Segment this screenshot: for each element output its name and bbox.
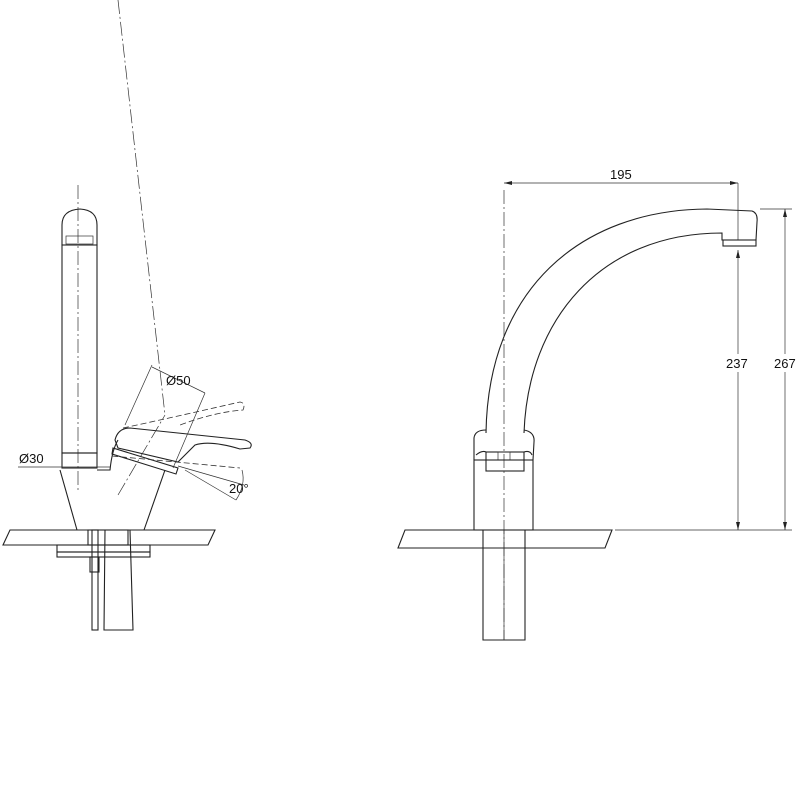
side-spout-ring <box>61 452 98 469</box>
front-handle-block <box>485 451 525 472</box>
side-lever-axis-line <box>117 414 166 496</box>
dim-lever-diameter <box>124 364 206 469</box>
side-spout-tube <box>61 244 98 454</box>
side-view: Ø50 20° Ø30 <box>2 0 252 631</box>
side-aerator <box>65 235 94 245</box>
front-hoses <box>482 529 526 641</box>
side-washer <box>56 544 151 553</box>
front-collar-detail <box>475 450 533 456</box>
side-counter-hole <box>87 529 129 546</box>
side-stud-bolt <box>91 529 99 631</box>
side-spout-cap <box>61 208 98 246</box>
total-height-label-bg <box>769 354 800 372</box>
spout-diameter-label: Ø30 <box>19 451 44 466</box>
lever-diameter-label: Ø50 <box>166 373 191 388</box>
spout-height-label: 237 <box>726 356 748 371</box>
side-hoses <box>103 529 134 631</box>
dim-spout-reach <box>504 182 739 240</box>
front-spout <box>485 208 758 434</box>
side-countertop <box>2 529 216 546</box>
side-lever <box>114 427 252 463</box>
total-height-label: 267 <box>774 356 796 371</box>
front-view: 195 237 267 <box>397 167 800 641</box>
side-lever-axis <box>117 0 166 416</box>
front-collar <box>473 429 535 461</box>
front-aerator <box>722 239 757 247</box>
side-nut <box>89 556 100 573</box>
dim-lever-angle <box>177 465 245 501</box>
side-lever-base <box>111 447 179 475</box>
lever-angle-label: 20° <box>229 481 249 496</box>
spout-reach-label: 195 <box>610 167 632 182</box>
side-plate <box>56 551 151 558</box>
spout-height-label-bg <box>719 354 755 372</box>
side-lever-raised <box>111 401 245 469</box>
front-countertop <box>397 529 613 549</box>
